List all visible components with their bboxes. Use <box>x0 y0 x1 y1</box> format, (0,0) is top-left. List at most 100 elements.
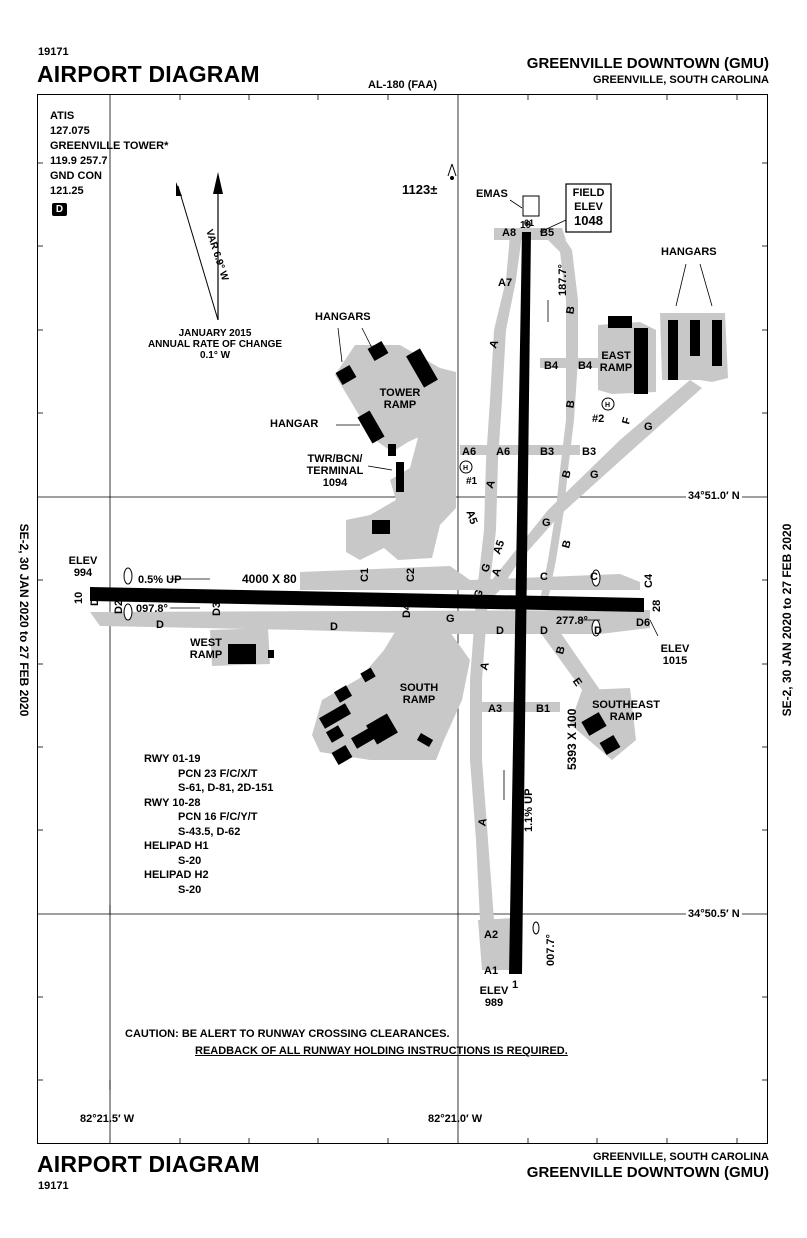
helipad-1-symbol: H <box>463 465 468 472</box>
label-b-low: B <box>560 469 574 480</box>
map-labels: A8 B5 A7 A B B4 B4 B F G A6 A6 B3 B3 B G… <box>73 218 663 991</box>
label-b-north: B <box>564 305 577 315</box>
label-a-low: A <box>484 479 498 491</box>
label-a3: A3 <box>488 703 502 715</box>
taxiway-b4-surface <box>540 358 602 368</box>
helipads <box>459 397 615 474</box>
rwy10-slope: 0.5% UP <box>138 574 181 586</box>
label-b3-east: B3 <box>582 446 596 458</box>
footer-chart-number: 19171 <box>38 1180 69 1192</box>
label-g-c: G <box>479 562 493 574</box>
freq-line: 127.075 <box>50 125 90 137</box>
west-ramp-line: WEST <box>190 637 222 649</box>
label-g-mid: G <box>590 469 599 481</box>
label-a2: A2 <box>484 929 498 941</box>
label-a-north: A <box>487 338 501 350</box>
runway-info-line: S-61, D-81, 2D-151 <box>178 782 274 794</box>
label-d-west: D <box>156 619 164 631</box>
airport-name: GREENVILLE DOWNTOWN (GMU) <box>526 55 769 72</box>
label-g-w: G <box>446 613 455 625</box>
airport-location: GREENVILLE, SOUTH CAROLINA <box>592 74 769 86</box>
obstacle-elevation: 1123± <box>402 182 438 197</box>
label-a5-north: A5 <box>463 509 479 526</box>
diagram-frame <box>37 94 768 1144</box>
label-g-d: G <box>472 588 486 600</box>
east-ramp-line: EAST <box>601 350 631 362</box>
taxiway-e-surface <box>540 632 600 698</box>
elev-south-line: 989 <box>484 997 504 1009</box>
southeast-ramp-line: SOUTHEAST <box>592 699 660 711</box>
elev-south-line: ELEV <box>479 985 509 997</box>
runway-info-line: PCN 16 F/C/Y/T <box>178 811 258 823</box>
rwy01-end: 1 <box>512 979 518 991</box>
mag-var: VAR 6.9° W <box>203 228 230 283</box>
runway-info-line: PCN 23 F/C/X/T <box>178 767 258 780</box>
east-ramp-label: EAST RAMP <box>598 350 634 374</box>
label-c-west: C <box>540 571 548 583</box>
label-b1: B1 <box>536 703 550 715</box>
rwy19-hdg: 187.7° <box>557 264 569 296</box>
runway-info-line: HELIPAD H1 <box>144 840 209 852</box>
runway-info-line: RWY 01-19 <box>144 753 201 765</box>
mag-change-line: 0.1° W <box>199 350 231 361</box>
freq-line: GREENVILLE TOWER* <box>50 140 169 152</box>
field-elev-line: ELEV <box>574 201 603 213</box>
footer-title: AIRPORT DIAGRAM <box>37 1151 260 1177</box>
label-g-ne: G <box>644 421 653 433</box>
lon-left-label: 82°21.5′ W <box>80 1113 135 1125</box>
south-ramp-label: SOUTH RAMP <box>394 682 444 706</box>
label-f: F <box>620 416 633 426</box>
freq-line: GND CON <box>50 170 102 182</box>
field-elev-box <box>565 183 612 233</box>
elev-west: ELEV 994 <box>66 555 100 579</box>
label-a1: A1 <box>484 965 498 977</box>
label-b4-east: B4 <box>578 360 593 372</box>
north-arrow <box>176 172 223 321</box>
caution-line-2: READBACK OF ALL RUNWAY HOLDING INSTRUCTI… <box>195 1045 568 1057</box>
label-a5-south: A5 <box>491 539 507 556</box>
label-b-se: B <box>554 645 568 656</box>
label-d4: D4 <box>401 603 413 618</box>
terminal-line: TERMINAL <box>306 465 364 477</box>
label-d1: D1 <box>89 592 101 606</box>
taxiway-d-surface <box>90 610 650 634</box>
rwy10-end: 10 <box>73 592 85 604</box>
frequencies: ATIS 127.075 GREENVILLE TOWER* 119.9 257… <box>50 109 168 199</box>
terminal-line: 1094 <box>322 477 348 489</box>
runway-info-line: S-43.5, D-62 <box>178 825 241 838</box>
rwy19-end: 19 <box>520 220 532 231</box>
label-g-south: G <box>542 517 551 529</box>
label-h1: #1 <box>466 476 478 487</box>
east-ramp-line: RAMP <box>599 362 633 374</box>
rwy01-dims: 5393 X 100 <box>565 708 579 770</box>
obstacle-icon <box>447 163 457 180</box>
field-elev-line: 1048 <box>574 213 603 228</box>
label-d2: D2 <box>113 600 125 614</box>
rwy10-hdg: 097.8° <box>136 603 168 615</box>
taxiway-g-surface <box>482 380 702 600</box>
elev-west-line: 994 <box>73 567 93 579</box>
label-b3-west: B3 <box>540 446 554 458</box>
label-a6-west: A6 <box>462 446 476 458</box>
footer-location: GREENVILLE, SOUTH CAROLINA <box>592 1151 769 1163</box>
runway-01-19 <box>509 232 531 974</box>
runway-info-line: S-20 <box>178 854 202 867</box>
caution-line-1: CAUTION: BE ALERT TO RUNWAY CROSSING CLE… <box>125 1028 450 1040</box>
west-ramp-line: RAMP <box>189 649 223 661</box>
taxiway-c-surface <box>300 566 640 590</box>
lat-bottom-label: 34°50.5′ N <box>686 908 742 920</box>
label-c-east: C <box>590 571 598 583</box>
footer-airport-name: GREENVILLE DOWNTOWN (GMU) <box>526 1164 769 1181</box>
tower-ramp-line: RAMP <box>383 399 417 411</box>
page-title: AIRPORT DIAGRAM <box>37 61 260 87</box>
south-ramp-line: RAMP <box>402 694 436 706</box>
rwy28-end: 28 <box>651 600 663 612</box>
emas-label: EMAS <box>476 188 508 200</box>
elev-south: ELEV 989 <box>476 985 512 1009</box>
label-a8: A8 <box>502 227 516 239</box>
label-b-south: B <box>560 539 574 550</box>
helipad-2-label: #2 <box>592 413 604 425</box>
south-ramp-area <box>312 632 470 760</box>
procedure-id: AL-180 (FAA) <box>368 79 438 91</box>
field-elev-line: FIELD <box>572 187 605 199</box>
